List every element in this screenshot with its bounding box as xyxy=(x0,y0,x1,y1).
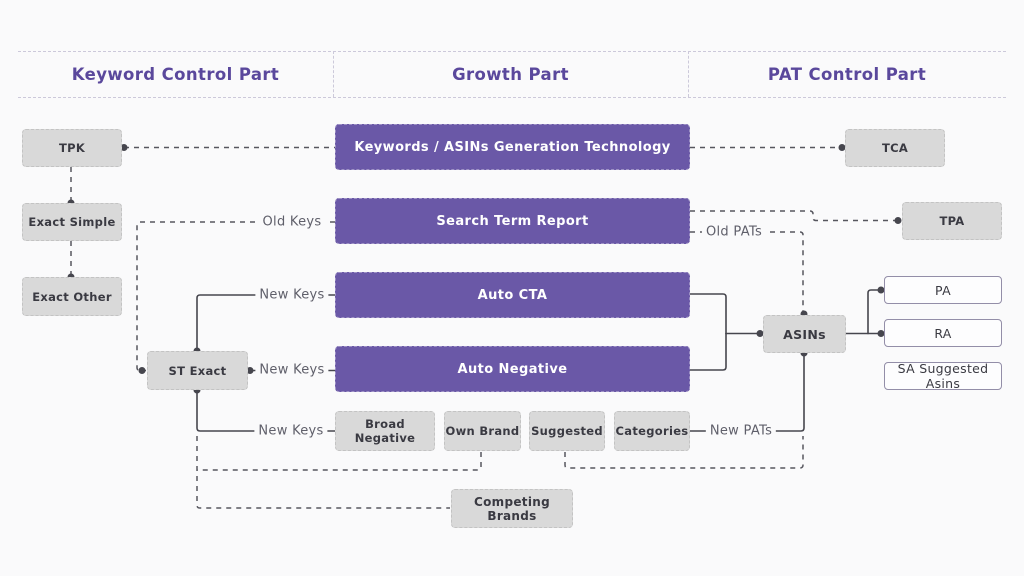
section-title-growth: Growth Part xyxy=(452,64,569,84)
node-exact-simple: Exact Simple xyxy=(22,203,122,241)
edge-label-new-pats: New PATs xyxy=(705,423,777,439)
edge-label-new-keys-mid: New Keys xyxy=(255,362,329,378)
node-st-exact: ST Exact xyxy=(147,351,248,390)
header-separator-1 xyxy=(333,51,334,97)
edge-label-old-pats: Old PATs xyxy=(701,224,767,240)
edge-label-old-keys: Old Keys xyxy=(258,214,326,230)
edge-label-new-keys-bottom: New Keys xyxy=(254,423,328,439)
node-own-brand: Own Brand xyxy=(444,411,521,451)
node-categories: Categories xyxy=(614,411,690,451)
node-broad-negative: Broad Negative xyxy=(335,411,435,451)
node-ra: RA xyxy=(884,319,1002,347)
section-title-pat-control: PAT Control Part xyxy=(767,64,927,84)
node-competing-brands: Competing Brands xyxy=(451,489,573,528)
node-asins: ASINs xyxy=(763,315,846,353)
junction-dots xyxy=(67,144,902,394)
section-title-keyword-control: Keyword Control Part xyxy=(71,64,280,84)
node-tpa: TPA xyxy=(902,202,1002,240)
node-exact-other: Exact Other xyxy=(22,277,122,316)
node-tca: TCA xyxy=(845,129,945,167)
header-bottom-divider xyxy=(18,97,1006,98)
node-suggested: Suggested xyxy=(529,411,605,451)
node-auto-cta: Auto CTA xyxy=(335,272,690,318)
node-search-term-report: Search Term Report xyxy=(335,198,690,244)
node-pa: PA xyxy=(884,276,1002,304)
node-keywords-asins-generation: Keywords / ASINs Generation Technology xyxy=(335,124,690,170)
node-auto-negative: Auto Negative xyxy=(335,346,690,392)
edge-label-new-keys-top: New Keys xyxy=(255,287,329,303)
node-tpk: TPK xyxy=(22,129,122,167)
header-separator-2 xyxy=(688,51,689,97)
header-top-divider xyxy=(18,51,1006,52)
node-sa-suggested-asins: SA Suggested Asins xyxy=(884,361,1002,391)
